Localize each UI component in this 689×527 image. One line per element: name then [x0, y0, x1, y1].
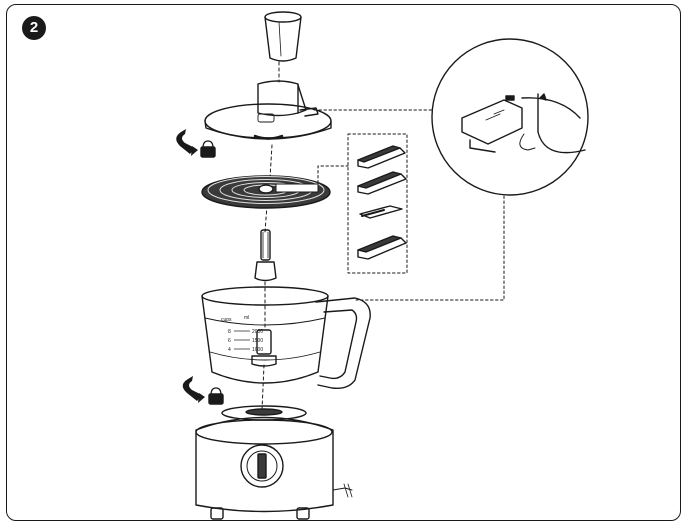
motor-base [195, 405, 353, 520]
disc-options-callout [317, 133, 408, 274]
illustration-frame [6, 4, 681, 521]
lock-icon-top [200, 140, 216, 158]
step-number-badge: 2 [22, 16, 46, 40]
lock-detail-callout [313, 109, 505, 301]
scale-header-ml: ml [244, 315, 249, 321]
slicing-disc [201, 175, 331, 209]
lock-icon-bottom [208, 387, 224, 405]
scale-cup-mark: 4 [228, 347, 231, 353]
food-pusher [264, 11, 302, 62]
scale-ml-mark: 1500 [252, 338, 263, 344]
rotate-lock-arrow-bottom [182, 376, 205, 403]
assembly-axis [261, 61, 280, 411]
drive-shaft [254, 229, 277, 282]
scale-cup-mark: 8 [228, 329, 231, 335]
blade-inserts [357, 145, 407, 260]
processor-bowl [201, 286, 371, 390]
lock-detail-magnifier [431, 38, 589, 196]
rotate-lock-arrow-top [176, 129, 198, 156]
bowl-measure-scale: cups ml 2000 1500 1000 8 6 4 [221, 315, 263, 353]
scale-cup-mark: 6 [228, 338, 231, 344]
processor-lid [204, 80, 332, 140]
scale-header-cups: cups [221, 317, 232, 323]
scale-ml-mark: 1000 [252, 347, 263, 353]
scale-ml-mark: 2000 [252, 329, 263, 335]
